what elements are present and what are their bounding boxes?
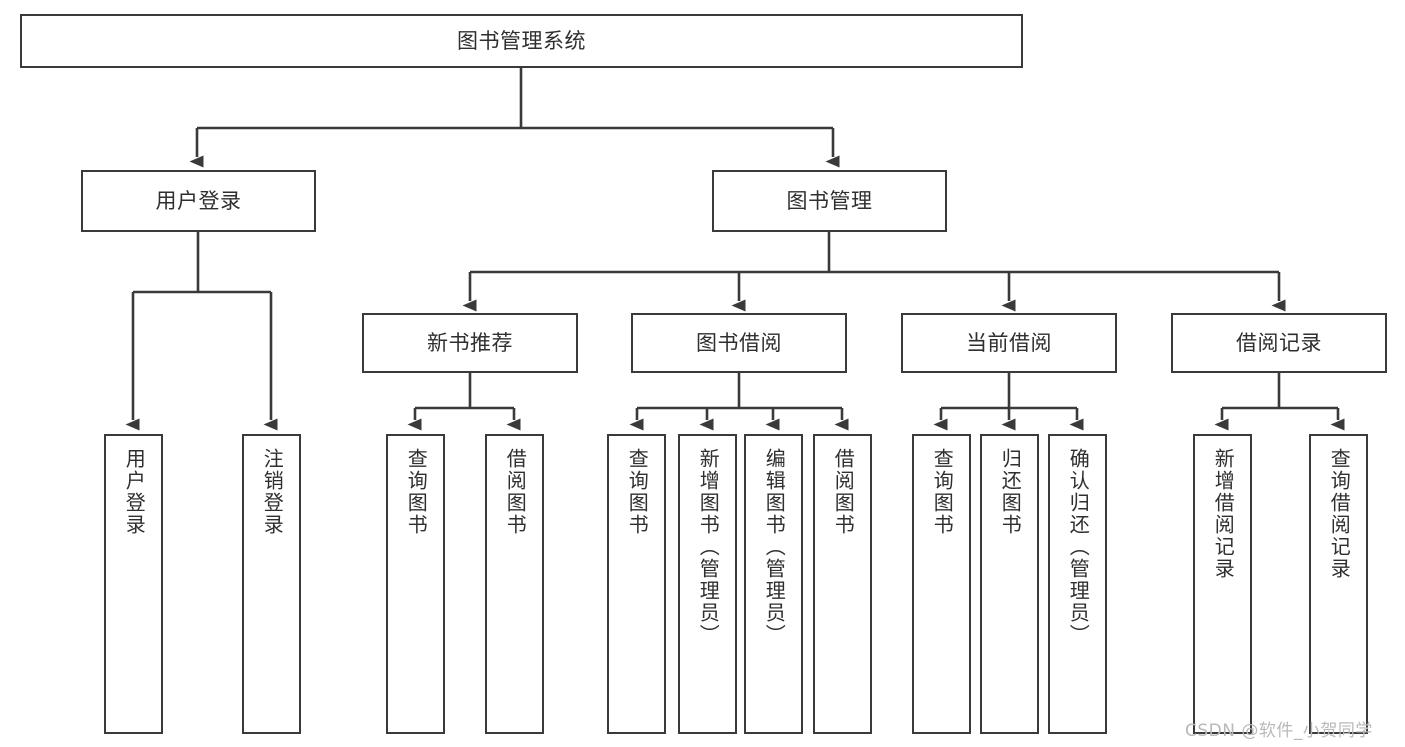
node-leaf-query-book-1-label: 查询图书 (404, 448, 429, 536)
node-current-borrow[interactable]: 当前借阅 (901, 313, 1117, 373)
node-root-label: 图书管理系统 (457, 28, 586, 53)
node-book-borrow[interactable]: 图书借阅 (631, 313, 847, 373)
node-new-book-rec-label: 新书推荐 (427, 330, 513, 355)
node-leaf-edit-book[interactable]: 编辑图书（管理员） (744, 434, 803, 734)
node-leaf-query-book-3-label: 查询图书 (930, 448, 955, 536)
node-leaf-borrow-book-1-label: 借阅图书 (503, 448, 528, 536)
node-leaf-confirm-return[interactable]: 确认归还（管理员） (1048, 434, 1107, 734)
node-borrow-record[interactable]: 借阅记录 (1171, 313, 1387, 373)
node-root[interactable]: 图书管理系统 (20, 14, 1023, 68)
node-leaf-user-login-label: 用户登录 (122, 448, 147, 536)
node-book-manage[interactable]: 图书管理 (712, 170, 947, 232)
csdn-watermark: CSDN @软件_小贺同学 (1185, 721, 1373, 741)
node-leaf-query-record-label: 查询借阅记录 (1327, 448, 1352, 580)
node-leaf-return-book[interactable]: 归还图书 (980, 434, 1039, 734)
node-leaf-user-login[interactable]: 用户登录 (104, 434, 163, 734)
node-book-manage-label: 图书管理 (786, 188, 873, 213)
node-leaf-borrow-book-1[interactable]: 借阅图书 (485, 434, 544, 734)
node-leaf-add-book[interactable]: 新增图书（管理员） (678, 434, 737, 734)
node-leaf-edit-book-label: 编辑图书（管理员） (762, 448, 787, 646)
node-book-borrow-label: 图书借阅 (696, 330, 782, 355)
node-leaf-user-logout[interactable]: 注销登录 (242, 434, 301, 734)
node-new-book-rec[interactable]: 新书推荐 (362, 313, 578, 373)
node-leaf-borrow-book-2-label: 借阅图书 (831, 448, 856, 536)
node-user-login[interactable]: 用户登录 (81, 170, 316, 232)
node-leaf-add-record[interactable]: 新增借阅记录 (1193, 434, 1252, 734)
node-leaf-query-record[interactable]: 查询借阅记录 (1309, 434, 1368, 734)
node-borrow-record-label: 借阅记录 (1236, 330, 1322, 355)
node-leaf-confirm-return-label: 确认归还（管理员） (1066, 448, 1091, 646)
node-leaf-query-book-1[interactable]: 查询图书 (386, 434, 445, 734)
node-leaf-borrow-book-2[interactable]: 借阅图书 (813, 434, 872, 734)
node-leaf-return-book-label: 归还图书 (998, 448, 1023, 536)
node-leaf-query-book-3[interactable]: 查询图书 (912, 434, 971, 734)
node-user-login-label: 用户登录 (155, 188, 242, 213)
node-leaf-query-book-2-label: 查询图书 (625, 448, 650, 536)
node-leaf-add-book-label: 新增图书（管理员） (696, 448, 721, 646)
node-current-borrow-label: 当前借阅 (966, 330, 1052, 355)
node-leaf-add-record-label: 新增借阅记录 (1211, 448, 1236, 580)
node-leaf-query-book-2[interactable]: 查询图书 (607, 434, 666, 734)
node-leaf-user-logout-label: 注销登录 (260, 448, 285, 536)
